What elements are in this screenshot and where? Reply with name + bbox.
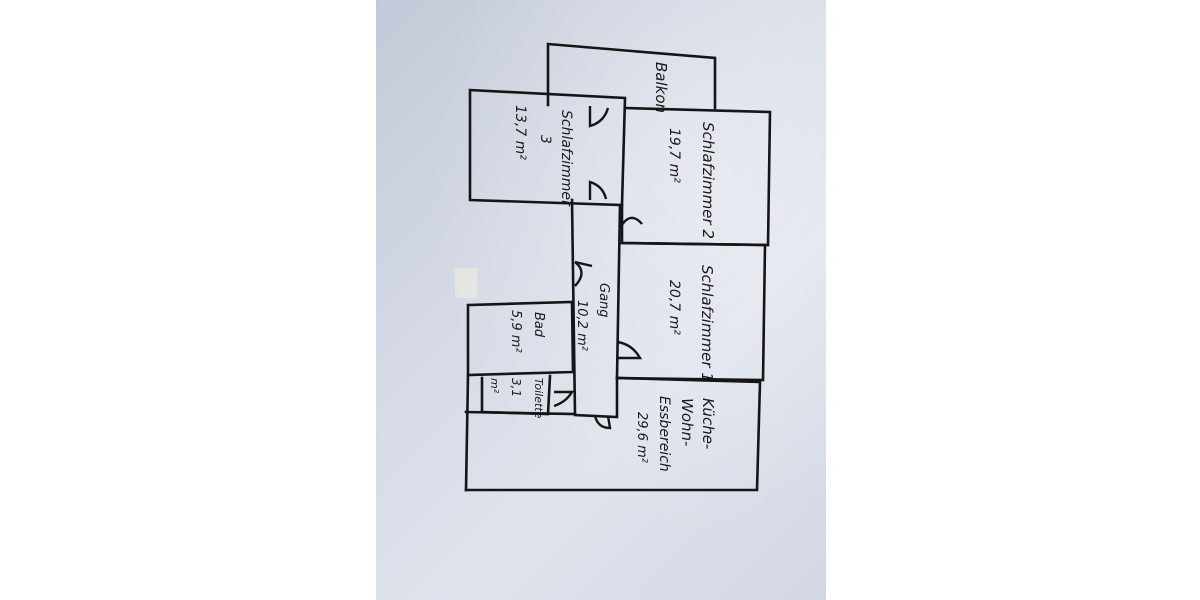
room-schlafzimmer1 (615, 241, 767, 382)
label-kueche-line2: Wohn- (678, 398, 696, 446)
room-schlafzimmer2 (620, 106, 772, 247)
label-toilette-area: 3,1 (509, 378, 523, 397)
room-bad (466, 300, 575, 377)
label-kueche-line1: Küche- (699, 398, 717, 449)
floor-plan-photo (376, 0, 826, 600)
label-kueche-line3: Essbereich (656, 396, 672, 472)
label-gang-area: 10,2 m² (574, 300, 589, 351)
label-balkon: Balkon (652, 62, 670, 113)
label-toilette-unit: m² (488, 378, 501, 394)
label-schlafzimmer3-number: 3 (537, 135, 553, 144)
label-schlafzimmer3-area: 13,7 m² (512, 105, 528, 160)
room-toilette (464, 373, 577, 492)
door-schlafzimmer1 (616, 340, 643, 360)
label-bad: Bad (531, 312, 546, 338)
label-schlafzimmer2-area: 19,7 m² (666, 128, 682, 183)
label-bad-area: 5,9 m² (508, 310, 523, 353)
room-schlafzimmer3 (468, 88, 627, 207)
door-schlafzimmer3-bottom (588, 180, 608, 200)
label-kueche-area: 29,6 m² (634, 412, 649, 463)
tape-piece (455, 268, 477, 298)
door-gang-bad (574, 260, 593, 287)
door-kueche (593, 415, 612, 430)
door-schlafzimmer2 (618, 216, 643, 229)
label-toilette: Toilette (532, 378, 545, 419)
label-schlafzimmer2: Schlafzimmer 2 (699, 122, 717, 239)
label-schlafzimmer3: Schlafzimmer (558, 110, 574, 207)
label-gang: Gang (596, 283, 611, 318)
label-schlafzimmer1: Schlafzimmer 1 (698, 265, 716, 382)
door-toilette (553, 390, 575, 408)
room-kueche (464, 376, 762, 492)
door-schlafzimmer3-top (588, 106, 610, 128)
label-schlafzimmer1-area: 20,7 m² (666, 280, 682, 335)
room-balkon (546, 42, 717, 110)
